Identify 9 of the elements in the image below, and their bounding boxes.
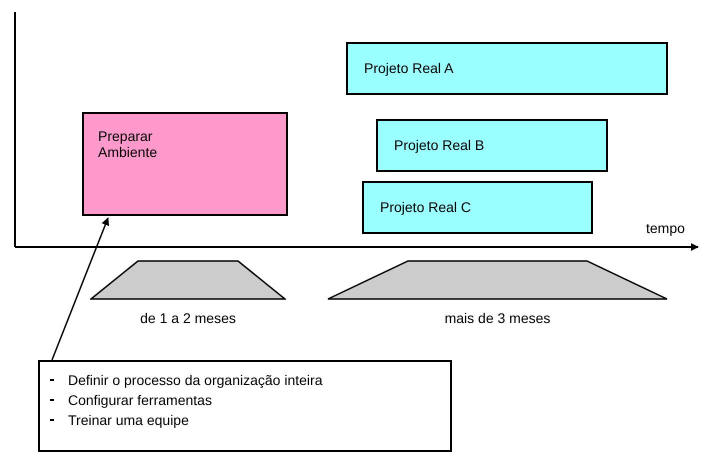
duration-label: de 1 a 2 meses [139, 310, 237, 326]
task-box: Projeto Real A [346, 42, 668, 95]
axis-label: tempo [646, 220, 685, 236]
arrow [51, 217, 110, 360]
task-box: Projeto Real B [376, 119, 608, 172]
task-box: Preparar Ambiente [82, 112, 288, 216]
note-box: Definir o processo da organização inteira Configurar ferramentas Treinar uma equipe [38, 360, 452, 452]
duration-label: mais de 3 meses [444, 310, 552, 326]
task-box: Projeto Real C [362, 181, 593, 234]
